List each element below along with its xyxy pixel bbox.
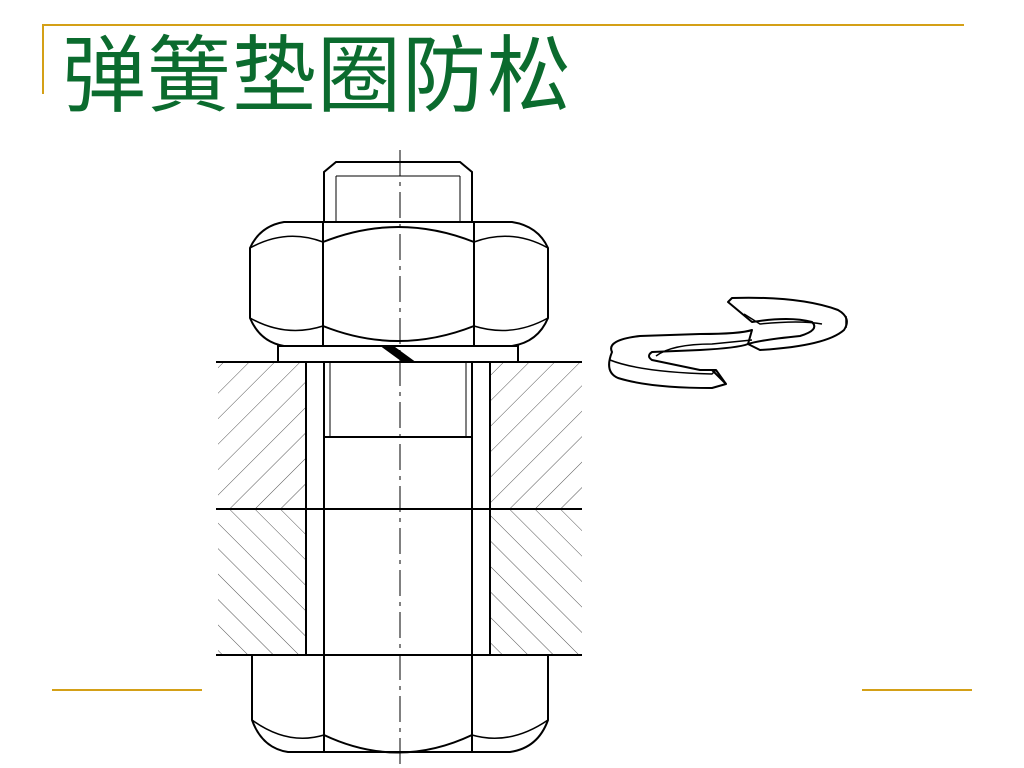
top-accent-rule <box>42 24 964 26</box>
bolt-hole-walls <box>305 362 491 655</box>
spring-washer-3d-icon <box>608 296 848 389</box>
left-accent-tick <box>42 24 44 94</box>
bolt-shank <box>323 362 473 655</box>
bottom-accent-rule-left <box>52 689 202 691</box>
spring-washer-section <box>277 345 519 363</box>
bolt-thread-end <box>323 161 473 223</box>
slide-title: 弹簧垫圈防松 <box>62 27 573 125</box>
bottom-accent-rule-right <box>862 689 972 691</box>
lower-plate-section <box>218 509 582 655</box>
upper-plate-section <box>218 362 582 509</box>
hex-nut <box>249 221 549 347</box>
